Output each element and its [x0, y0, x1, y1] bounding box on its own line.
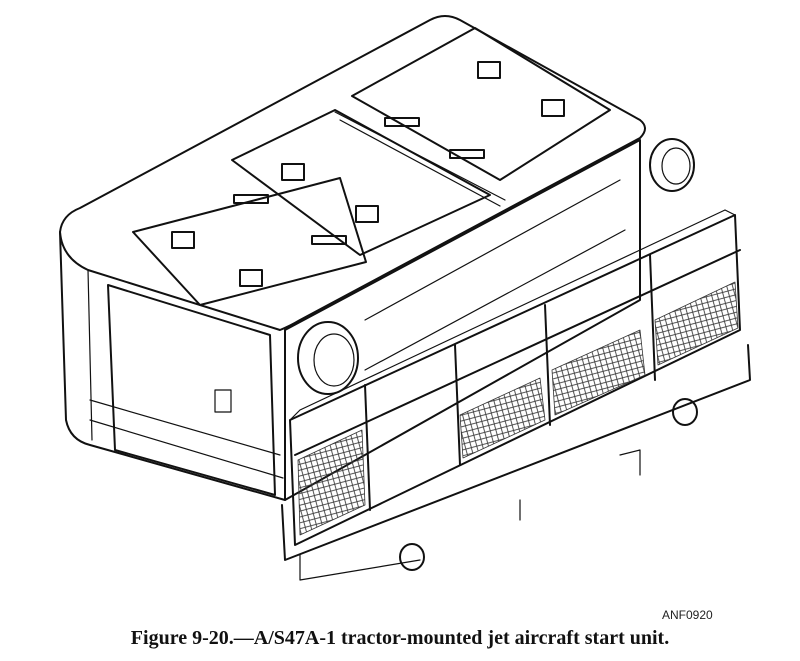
- tow-fitting-right: [672, 398, 698, 426]
- housing-left-face: [59, 231, 286, 501]
- figure-id-label: ANF0920: [662, 608, 713, 622]
- storage-basket: [289, 214, 741, 546]
- access-door: [107, 284, 276, 496]
- lid-middle: [231, 109, 491, 256]
- intake-port: [297, 321, 359, 395]
- housing-top: [59, 15, 646, 331]
- tow-fitting-left: [399, 543, 425, 571]
- lid-left: [132, 177, 367, 306]
- jet-start-unit-illustration: [59, 15, 751, 581]
- housing-front-face: [284, 139, 641, 501]
- basket-mesh: [297, 281, 739, 536]
- base-frame: [281, 344, 751, 561]
- exhaust-port: [649, 138, 695, 192]
- figure-caption: Figure 9-20.—A/S47A-1 tractor-mounted je…: [130, 627, 670, 649]
- door-latch: [214, 389, 232, 413]
